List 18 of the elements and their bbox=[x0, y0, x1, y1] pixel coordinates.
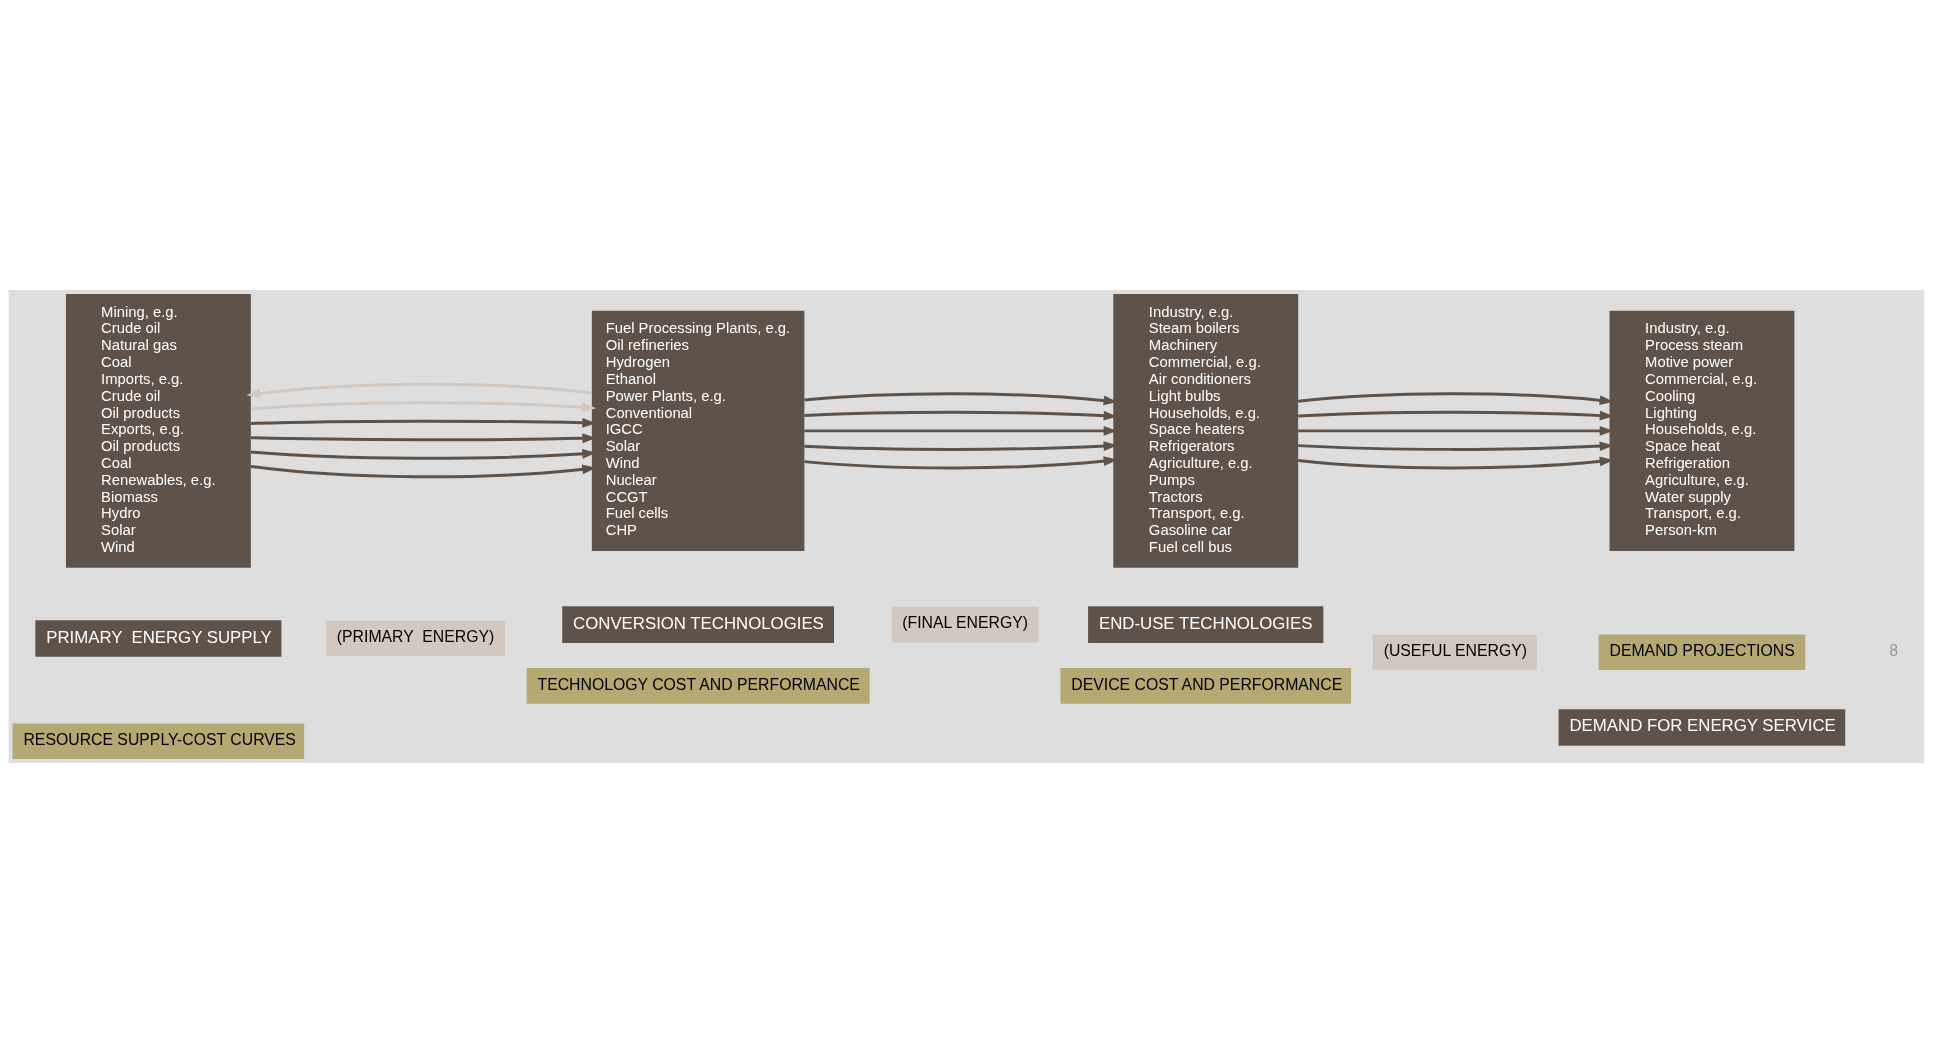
arrow bbox=[250, 401, 597, 413]
node-box: (PRIMARY ENERGY) bbox=[325, 620, 505, 657]
node-box: CONVERSION TECHNOLOGIES bbox=[562, 606, 835, 643]
node-box: TECHNOLOGY COST AND PERFORMANCE bbox=[526, 668, 870, 704]
label: 8 bbox=[1889, 642, 1899, 660]
node-box: (FINAL ENERGY) bbox=[891, 606, 1039, 643]
node-box: END-USE TECHNOLOGIES bbox=[1088, 606, 1324, 643]
node-box: Fuel Processing Plants, e.g. Oil refineries Hydrogen Ethanol Power Plants, e.g. Conventional IGCC Solar Wind Nuclear CCGT Fuel cells CHP bbox=[591, 310, 805, 551]
node-box: (USEFUL ENERGY) bbox=[1372, 634, 1537, 671]
node-box: DEMAND FOR ENERGY SERVICE bbox=[1558, 709, 1846, 746]
node-box: DEMAND PROJECTIONS bbox=[1598, 634, 1806, 671]
node-box: Mining, e.g. Crude oil Natural gas Coal Imports, e.g. Crude oil Oil products Exports, e.g. Oil products Coal Renewables, e.g. Biomass Hydro Solar Wind bbox=[65, 293, 251, 568]
node-box: RESOURCE SUPPLY-COST CURVES bbox=[12, 723, 305, 760]
node-box: PRIMARY ENERGY SUPPLY bbox=[35, 620, 282, 657]
arrow bbox=[246, 382, 592, 399]
node-box: DEVICE COST AND PERFORMANCE bbox=[1060, 668, 1352, 704]
node-box: Industry, e.g. Process steam Motive power Commercial, e.g. Cooling Lighting Households, e.g. Space heat Refrigeration Agriculture, e.g. Water supply Transport, e.g. Person-km bbox=[1609, 310, 1795, 551]
node-box: Industry, e.g. Steam boilers Machinery Commercial, e.g. Air conditioners Light bulbs Households, e.g. Space heaters Refrigerators Agriculture, e.g. Pumps Tractors Transport, e.g. Gasoline car Fuel cell bus bbox=[1113, 293, 1299, 568]
